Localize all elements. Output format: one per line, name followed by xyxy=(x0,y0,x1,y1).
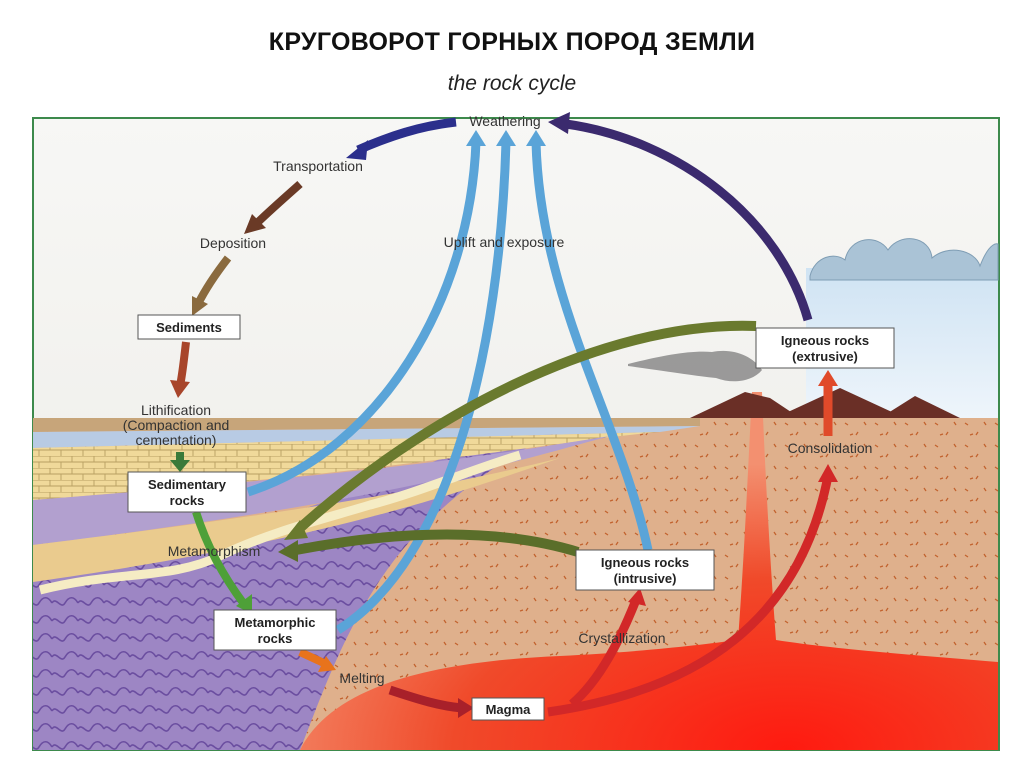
page-subtitle: the rock cycle xyxy=(447,72,577,95)
smoke-plume xyxy=(628,350,762,382)
box-sedimentary-rocks: Sedimentary rocks xyxy=(127,471,247,513)
box-metamorphic-label-2: rocks xyxy=(258,631,293,646)
box-intrusive-label-1: Igneous rocks xyxy=(601,555,689,570)
arrow-extrusive-to-weathering xyxy=(565,119,813,322)
arrow-magma-to-consolidation xyxy=(547,475,833,717)
arrow-magma-to-crystallization xyxy=(569,598,641,708)
sedimentary-layer-2 xyxy=(33,426,700,448)
page-title: КРУГОВОРОТ ГОРНЫХ ПОРОД ЗЕМЛИ xyxy=(268,28,756,56)
box-sediments: Sediments xyxy=(137,314,241,340)
sedimentary-layer-4 xyxy=(33,436,610,545)
label-transportation: Transportation xyxy=(273,158,363,174)
arrow-melting-to-magma xyxy=(388,685,463,713)
label-lithification-3: cementation) xyxy=(136,432,217,448)
label-deposition: Deposition xyxy=(200,235,266,251)
label-crystallization: Crystallization xyxy=(578,630,665,646)
label-metamorphism: Metamorphism xyxy=(168,543,261,559)
volcano-right xyxy=(880,396,960,418)
box-magma: Magma xyxy=(471,697,545,721)
label-lithification-2: (Compaction and xyxy=(123,417,230,433)
box-igneous-extrusive: Igneous rocks (extrusive) xyxy=(755,327,895,369)
label-lithification-1: Lithification xyxy=(141,402,211,418)
uplift-arrow-1 xyxy=(246,141,481,497)
box-igneous-intrusive: Igneous rocks (intrusive) xyxy=(575,549,715,591)
arrow-sedimentary-to-metamorphic xyxy=(192,510,248,607)
box-magma-label: Magma xyxy=(486,702,532,717)
volcano-mid xyxy=(775,388,905,418)
label-weathering: Weathering xyxy=(469,113,540,129)
arrow-intrusive-to-metamorphism xyxy=(295,529,580,557)
arrow-extrusive-to-metamorphism xyxy=(296,320,757,532)
metamorphic-zone xyxy=(33,430,560,750)
sedimentary-layer-1 xyxy=(33,418,700,432)
box-extrusive-label-1: Igneous rocks xyxy=(781,333,869,348)
label-consolidation: Consolidation xyxy=(788,440,873,456)
box-sedimentary-label-2: rocks xyxy=(170,493,205,508)
uplift-arrow-2 xyxy=(335,141,511,634)
box-sediments-label: Sediments xyxy=(156,320,222,335)
box-metamorphic-label-1: Metamorphic xyxy=(235,615,316,630)
volcano-left xyxy=(690,392,800,418)
arrow-weathering-to-transportation xyxy=(356,117,457,155)
label-melting: Melting xyxy=(339,670,384,686)
label-uplift: Uplift and exposure xyxy=(444,234,565,250)
box-extrusive-label-2: (extrusive) xyxy=(792,349,858,364)
magma-chamber xyxy=(300,392,998,750)
box-metamorphic-rocks: Metamorphic rocks xyxy=(213,609,337,651)
box-sedimentary-label-1: Sedimentary xyxy=(148,477,227,492)
box-intrusive-label-2: (intrusive) xyxy=(614,571,677,586)
arrow-metamorphic-to-melting xyxy=(298,648,328,668)
